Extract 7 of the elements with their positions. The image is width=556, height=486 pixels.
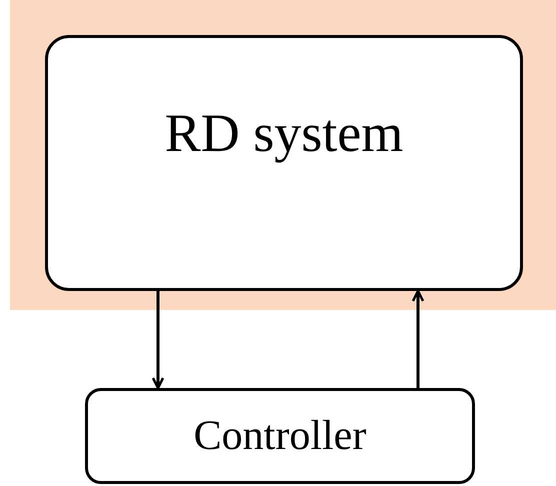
arrow (152, 291, 164, 390)
background-band (10, 0, 556, 310)
process-box (85, 388, 475, 484)
box-label: Controller (194, 412, 366, 460)
arrow (412, 290, 424, 388)
process-box (45, 35, 523, 291)
box-label: RD system (164, 102, 404, 164)
